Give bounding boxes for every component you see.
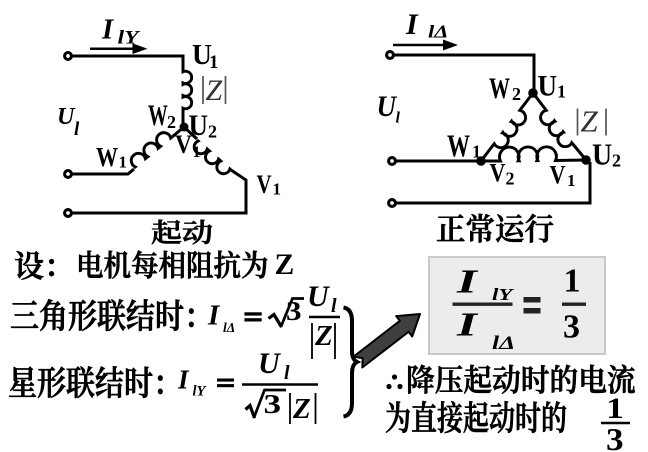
svg-text:lY: lY	[193, 384, 207, 400]
svg-text:l: l	[284, 362, 290, 384]
svg-text:I: I	[405, 8, 419, 41]
svg-text:Z: Z	[275, 249, 295, 281]
svg-text:1: 1	[472, 142, 481, 162]
svg-text:2: 2	[167, 112, 176, 132]
svg-text:W: W	[96, 143, 118, 173]
svg-text:3: 3	[286, 297, 302, 327]
svg-text:U: U	[592, 138, 612, 172]
svg-text:l: l	[74, 119, 80, 140]
svg-text:1: 1	[273, 180, 282, 199]
svg-text:Z: Z	[206, 74, 223, 107]
svg-text:3: 3	[606, 422, 624, 452]
svg-text:I: I	[177, 365, 190, 395]
svg-text:W: W	[489, 71, 510, 105]
svg-text:V: V	[550, 162, 566, 190]
svg-text:1: 1	[564, 262, 581, 299]
svg-text:V: V	[257, 171, 272, 200]
svg-text:Z: Z	[314, 320, 333, 352]
svg-text:2: 2	[612, 151, 621, 171]
svg-text:lΔ: lΔ	[223, 320, 235, 335]
svg-text:3: 3	[563, 309, 580, 346]
svg-text:U: U	[189, 110, 208, 143]
svg-text:1: 1	[119, 153, 128, 172]
svg-text:U: U	[57, 104, 76, 130]
svg-text:lΔ: lΔ	[428, 22, 448, 41]
svg-text:2: 2	[506, 169, 515, 189]
svg-text:V: V	[490, 160, 506, 188]
svg-text:l: l	[331, 295, 337, 317]
svg-text:U: U	[258, 347, 281, 380]
svg-text:W: W	[447, 129, 470, 165]
svg-text:U: U	[538, 70, 557, 103]
svg-text:1: 1	[193, 144, 201, 161]
svg-text:I: I	[456, 263, 480, 301]
svg-text:I: I	[101, 14, 115, 46]
svg-text:V: V	[175, 131, 192, 159]
svg-text:U: U	[307, 280, 330, 313]
svg-text:1: 1	[606, 392, 624, 425]
svg-text:1: 1	[557, 82, 566, 102]
svg-text:U: U	[192, 39, 212, 71]
svg-text:lΔ: lΔ	[492, 332, 515, 353]
svg-text:lY: lY	[492, 286, 514, 305]
svg-text:I: I	[207, 300, 221, 332]
svg-text:Z: Z	[292, 393, 311, 425]
svg-text:1: 1	[209, 52, 219, 73]
svg-text:U: U	[377, 91, 398, 124]
svg-text:2: 2	[208, 122, 217, 142]
svg-text:lY: lY	[118, 27, 141, 48]
svg-text:l: l	[396, 110, 401, 127]
svg-text:Z: Z	[581, 104, 599, 139]
svg-text:I: I	[456, 306, 480, 344]
svg-text:3: 3	[264, 389, 282, 419]
svg-text:2: 2	[512, 84, 521, 104]
svg-text:1: 1	[567, 171, 576, 190]
svg-text:W: W	[148, 99, 168, 132]
